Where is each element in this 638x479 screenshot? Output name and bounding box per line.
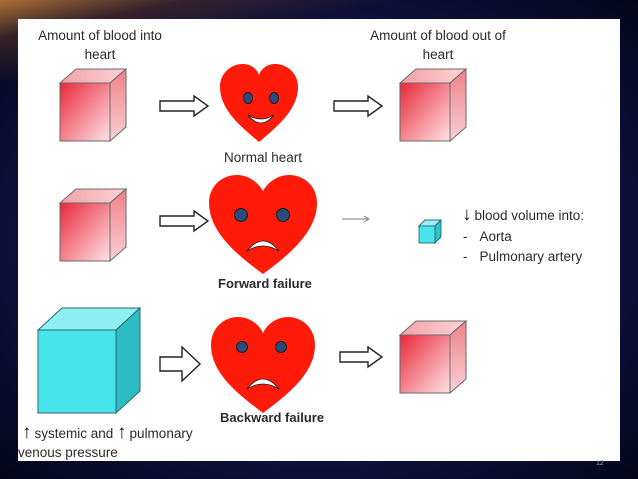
label-blood-out: Amount of blood out of heart (370, 28, 506, 62)
down-arrow-icon: ↓ (462, 204, 472, 225)
double-arrow-icon (339, 345, 384, 369)
big-cyan-cube (36, 306, 142, 415)
sad-heart-icon (211, 317, 315, 413)
up-arrow-icon: ↑ (117, 422, 127, 443)
label-normal-heart: Normal heart (224, 150, 303, 165)
list-item: -Pulmonary artery (463, 249, 583, 264)
label-blood-in: Amount of blood into heart (38, 28, 162, 62)
cube-blood-in (58, 67, 128, 143)
diagram-canvas (36, 64, 468, 415)
small-cyan-cube (417, 218, 443, 245)
cube-backward-out (398, 319, 468, 395)
label-backward-failure: Backward failure (220, 410, 325, 425)
label-forward-failure: Forward failure (218, 276, 312, 291)
double-arrow-icon (333, 94, 384, 118)
page-number: 12 (596, 460, 604, 467)
slide: Amount of blood into heart Amount of blo… (18, 19, 620, 461)
hollow-arrow-icon (159, 345, 202, 383)
list-item: -Aorta (463, 229, 512, 244)
thin-arrow-icon (342, 215, 370, 223)
cube-blood-out (398, 67, 468, 143)
double-arrow-icon (159, 209, 210, 233)
happy-heart-icon (220, 64, 298, 142)
forward-effects-heading: ↓blood volume into: (462, 204, 585, 225)
backward-effects-line2: venous pressure (18, 445, 118, 460)
sad-heart-icon (209, 175, 317, 274)
double-arrow-icon (159, 94, 210, 118)
up-arrow-icon: ↑ (22, 422, 32, 443)
backward-effects-line1: ↑systemic and ↑pulmonary (22, 422, 193, 443)
cube-forward-in (58, 187, 128, 263)
